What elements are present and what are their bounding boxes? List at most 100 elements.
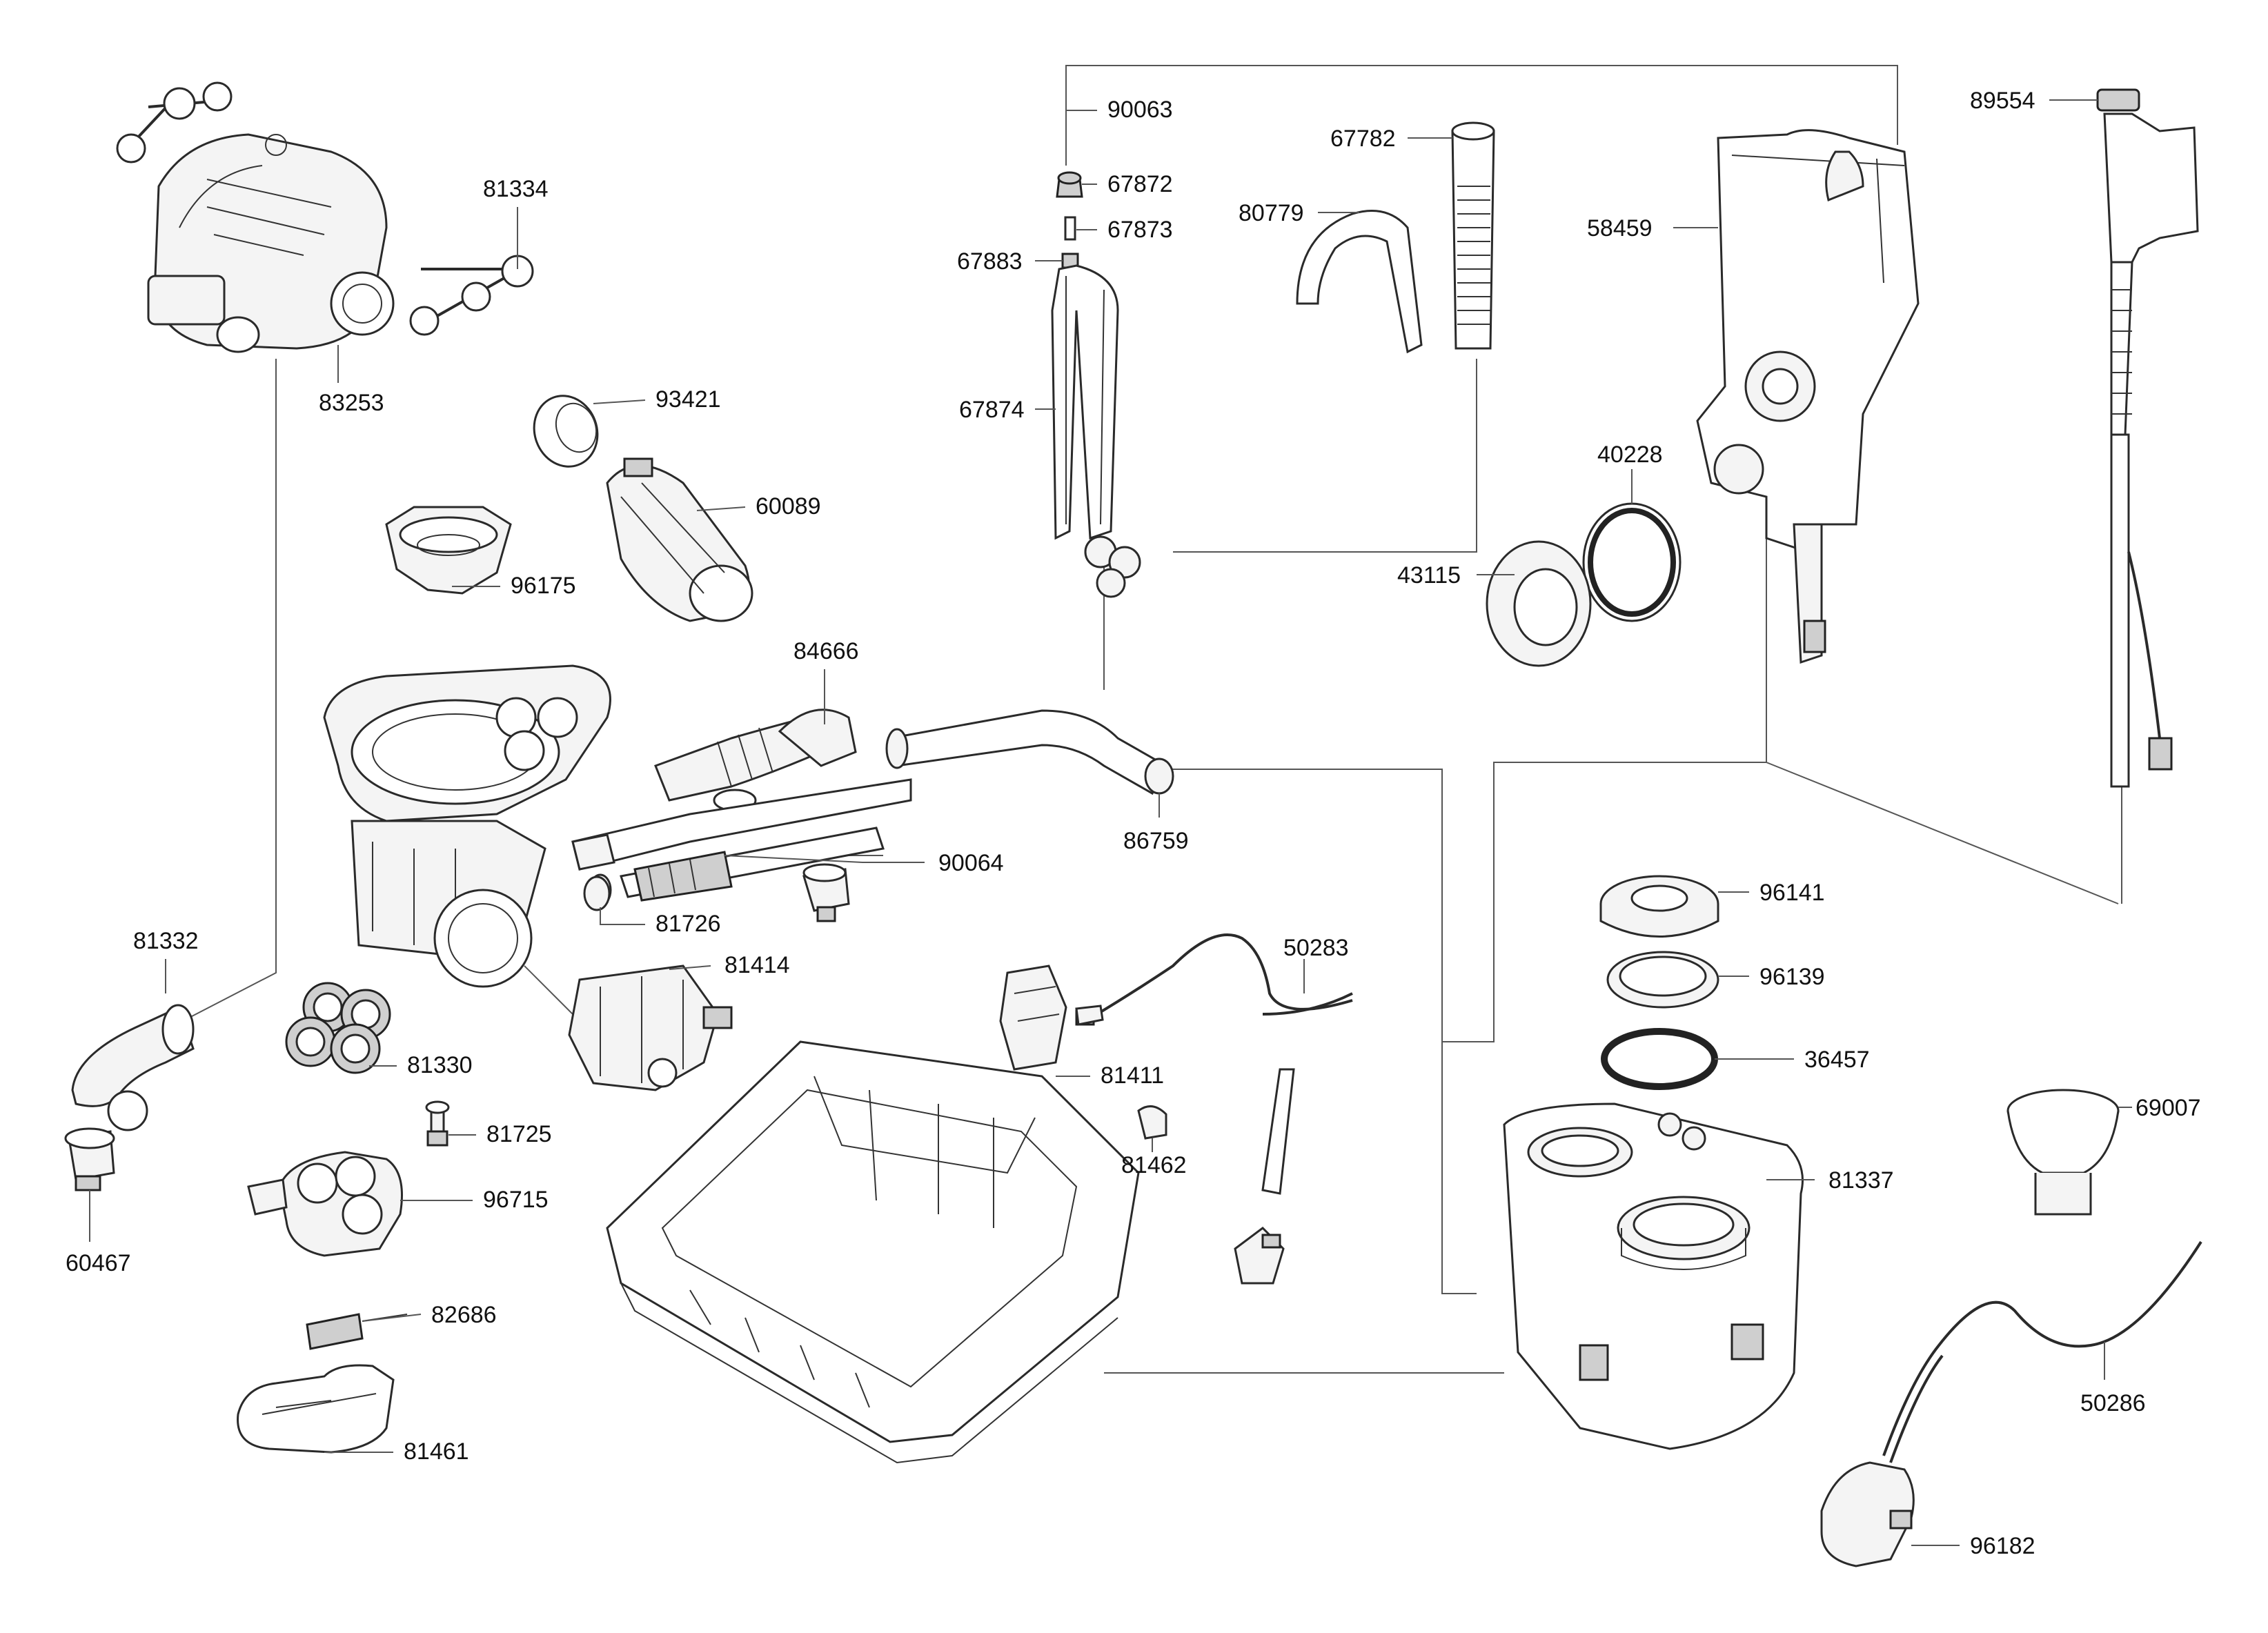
heater-ring[interactable]: [524, 387, 607, 476]
callout-80779[interactable]: 80779: [1239, 200, 1359, 226]
callout-81411[interactable]: 81411: [1056, 1062, 1164, 1089]
callout-81725[interactable]: 81725: [448, 1121, 552, 1147]
wire-connector[interactable]: [306, 1313, 408, 1350]
part-number-50286: 50286: [2080, 1390, 2146, 1416]
hose-guide-clip[interactable]: [1296, 210, 1423, 354]
callout-81332[interactable]: 81332: [133, 928, 199, 993]
part-number-83253: 83253: [319, 390, 384, 416]
callout-60089[interactable]: 60089: [696, 493, 821, 519]
pump-seal-cup[interactable]: [385, 506, 512, 595]
drain-pump[interactable]: [247, 1151, 403, 1257]
callout-90064[interactable]: 90064: [724, 850, 1004, 876]
salt-reservoir-nut-ring[interactable]: [1606, 951, 1719, 1009]
sump-seal-set[interactable]: [285, 982, 391, 1074]
small-hose-segment[interactable]: [1261, 1068, 1295, 1195]
part-number-81334: 81334: [483, 176, 549, 202]
part-number-96141: 96141: [1759, 880, 1825, 906]
callout-96175[interactable]: 96175: [452, 573, 576, 599]
part-number-96715: 96715: [483, 1187, 549, 1213]
callout-69007[interactable]: 69007: [2118, 1095, 2201, 1121]
salt-reservoir-tank[interactable]: [1503, 1102, 1804, 1450]
drain-pump-motor[interactable]: [147, 133, 395, 353]
callout-81337[interactable]: 81337: [1766, 1167, 1894, 1194]
callout-90063[interactable]: 90063: [1066, 97, 1173, 123]
circulation-pump-motor[interactable]: [568, 964, 733, 1091]
part-number-81726: 81726: [655, 911, 721, 937]
check-valve-small[interactable]: [425, 1100, 450, 1147]
callout-81726[interactable]: 81726: [600, 907, 721, 937]
turbidity-sensor[interactable]: [1820, 1461, 1915, 1567]
detergent-cap[interactable]: [2006, 1089, 2120, 1216]
callout-50283[interactable]: 50283: [1283, 935, 1349, 993]
callout-40228[interactable]: 40228: [1597, 442, 1663, 504]
clip-small[interactable]: [1137, 1105, 1167, 1140]
pump-mounting-bracket[interactable]: [116, 81, 534, 336]
salt-reservoir-gasket[interactable]: [1601, 1028, 1718, 1090]
drain-hose-corrugated[interactable]: [1451, 121, 1495, 350]
callout-67874[interactable]: 67874: [959, 397, 1056, 423]
callout-81330[interactable]: 81330: [369, 1052, 473, 1078]
cable-harness[interactable]: [1075, 933, 1353, 1026]
check-valve[interactable]: [583, 875, 611, 911]
part-number-67872: 67872: [1107, 171, 1173, 197]
sump-housing[interactable]: [323, 664, 611, 988]
drain-elbow-hose[interactable]: [71, 1004, 195, 1131]
pressure-switch-small[interactable]: [802, 863, 850, 922]
part-number-58459: 58459: [1587, 215, 1653, 241]
part-number-80779: 80779: [1239, 200, 1304, 226]
fill-hose-manifold[interactable]: [1051, 264, 1141, 598]
drain-hose-connector[interactable]: [885, 709, 1174, 795]
callout-58459[interactable]: 58459: [1587, 215, 1718, 241]
water-softener-housing[interactable]: [1696, 129, 1920, 664]
callout-96141[interactable]: 96141: [1718, 880, 1825, 906]
callout-81414[interactable]: 81414: [669, 952, 790, 978]
part-number-90063: 90063: [1107, 97, 1173, 123]
part-number-96182: 96182: [1970, 1533, 2035, 1559]
part-number-67874: 67874: [959, 397, 1025, 423]
callout-93421[interactable]: 93421: [593, 386, 721, 413]
part-number-60467: 60467: [66, 1250, 131, 1276]
leak-detector-wand[interactable]: [2096, 88, 2199, 788]
sump-hose-long[interactable]: [571, 778, 912, 907]
part-number-82686: 82686: [431, 1302, 497, 1328]
callout-67872[interactable]: 67872: [1082, 171, 1173, 197]
part-number-43115: 43115: [1397, 562, 1461, 588]
part-number-81462: 81462: [1121, 1152, 1187, 1178]
vent-hose-cap[interactable]: [1056, 171, 1083, 198]
callout-84666[interactable]: 84666: [793, 638, 859, 724]
callout-89554[interactable]: 89554: [1970, 88, 2098, 114]
base-frame-tub-support[interactable]: [606, 1040, 1140, 1464]
callout-81462[interactable]: 81462: [1121, 1138, 1187, 1178]
callout-67883[interactable]: 67883: [957, 248, 1063, 275]
callout-82686[interactable]: 82686: [362, 1302, 497, 1328]
part-number-96139: 96139: [1759, 964, 1825, 990]
nut-ring[interactable]: [1486, 540, 1592, 667]
leak-sensor-pad[interactable]: [237, 1364, 395, 1454]
inlet-valve-small[interactable]: [1234, 1227, 1285, 1285]
part-number-67883: 67883: [957, 248, 1023, 275]
salt-reservoir-cap[interactable]: [1599, 875, 1719, 938]
callout-83253[interactable]: 83253: [319, 345, 384, 416]
callout-96715[interactable]: 96715: [400, 1187, 549, 1213]
callout-81461[interactable]: 81461: [324, 1438, 469, 1465]
flow-heater[interactable]: [606, 457, 753, 622]
callout-36457[interactable]: 36457: [1715, 1047, 1870, 1073]
callout-67873[interactable]: 67873: [1076, 217, 1173, 243]
callout-67782[interactable]: 67782: [1330, 126, 1452, 152]
callout-43115[interactable]: 43115: [1397, 562, 1515, 588]
sensor-cable[interactable]: [1882, 1240, 2202, 1463]
callout-96182[interactable]: 96182: [1911, 1533, 2035, 1559]
callout-96139[interactable]: 96139: [1718, 964, 1825, 990]
part-number-50283: 50283: [1283, 935, 1349, 961]
part-number-81337: 81337: [1828, 1167, 1894, 1194]
callout-86759[interactable]: 86759: [1123, 793, 1189, 854]
callout-81334[interactable]: 81334: [483, 176, 549, 269]
part-number-81725: 81725: [486, 1121, 552, 1147]
callout-50286[interactable]: 50286: [2080, 1342, 2146, 1416]
seal-ring-large[interactable]: [1582, 502, 1682, 622]
pressure-switch-sensor[interactable]: [64, 1127, 115, 1191]
callout-labels: 81334 83253 93421 60089 96175 84666 8675…: [66, 88, 2201, 1559]
vent-hose-check-valve[interactable]: [1064, 216, 1076, 241]
callout-60467[interactable]: 60467: [66, 1190, 131, 1276]
